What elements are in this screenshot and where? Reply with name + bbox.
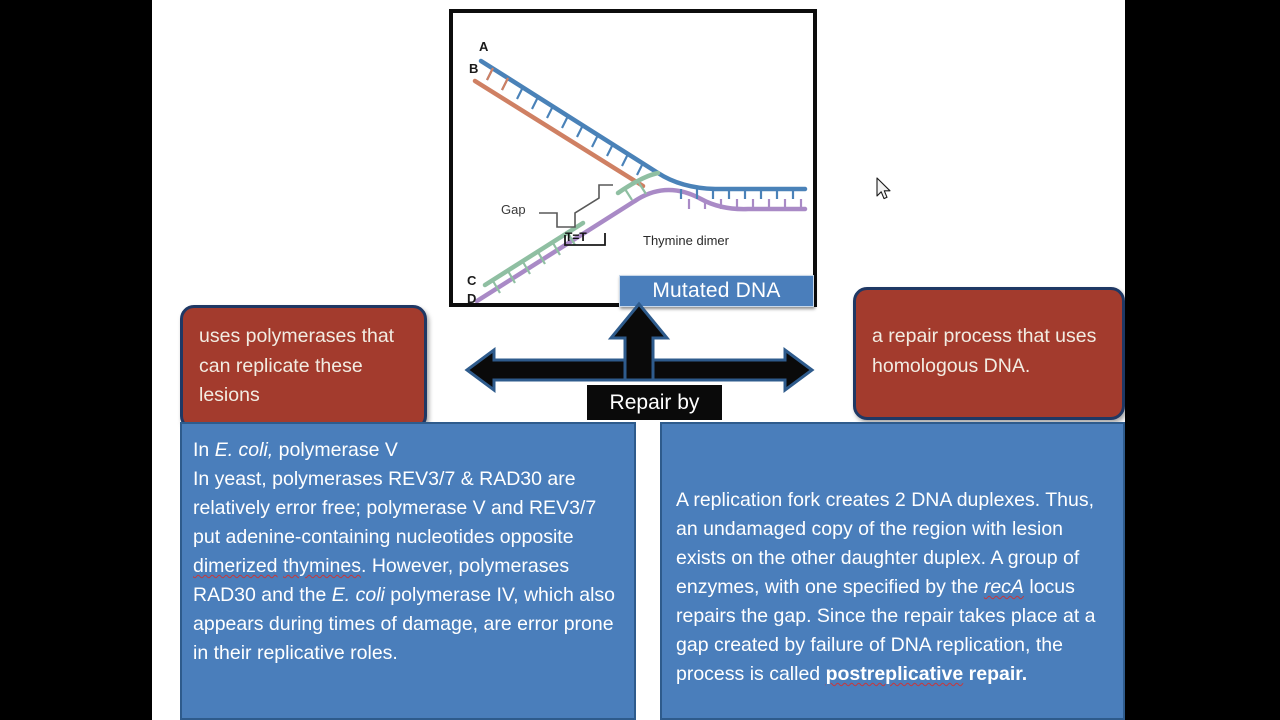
panel-right-line2: locus repairs the gap. Since the repair … (676, 576, 1096, 685)
dna-replication-fork-diagram: A B C D Gap T=T Thymine dimer (467, 39, 808, 303)
panel-left-line1-pre: In (193, 439, 215, 461)
label-strand-a: A (479, 39, 489, 54)
panel-left-line2: In yeast, polymerases REV3/7 & RAD30 are… (193, 468, 597, 548)
panel-right-line1: A replication fork creates 2 DNA duplexe… (676, 489, 1095, 598)
label-strand-d: D (467, 291, 476, 303)
panel-left-line3: . However, polymerases RAD30 and the (193, 555, 570, 606)
panel-right-bold-postreplicative: postreplicative (825, 663, 964, 685)
callout-recombination-repair: a repair process that uses homologous DN… (853, 287, 1125, 420)
panel-left-line1-italic: E. coli, (214, 439, 274, 461)
panel-left-italic-ecoli: E. coli (331, 584, 385, 606)
mutated-dna-caption: Mutated DNA (619, 275, 814, 307)
panel-right-gene-reca: recA (983, 576, 1024, 598)
dna-figure-panel: A B C D Gap T=T Thymine dimer (449, 9, 817, 307)
label-dimer-mark: T=T (565, 230, 587, 244)
slide-canvas: A B C D Gap T=T Thymine dimer Mutated DN… (152, 0, 1125, 720)
letterbox-bar-left (0, 0, 150, 720)
panel-left-line4: polymerase IV, which also appears during… (193, 584, 616, 664)
panel-left-misspelled-dimerized: dimerized (193, 555, 278, 577)
panel-right-bold-repair: repair. (963, 663, 1028, 685)
panel-translesion-detail: In E. coli, polymerase V In yeast, polym… (180, 422, 636, 720)
label-strand-b: B (469, 61, 478, 76)
panel-postreplicative-detail: A replication fork creates 2 DNA duplexe… (660, 422, 1125, 720)
branching-arrows (464, 301, 815, 393)
panel-left-line1-post: polymerase V (273, 439, 398, 461)
label-strand-c: C (467, 273, 477, 288)
panel-left-misspelled-thymines: thymines (282, 555, 361, 577)
repair-by-tag: Repair by (587, 385, 722, 420)
label-thymine-dimer: Thymine dimer (643, 233, 730, 248)
letterbox-bar-right (1126, 0, 1280, 720)
callout-translesion-synthesis: uses polymerases that can replicate thes… (180, 305, 427, 430)
label-gap: Gap (501, 202, 526, 217)
